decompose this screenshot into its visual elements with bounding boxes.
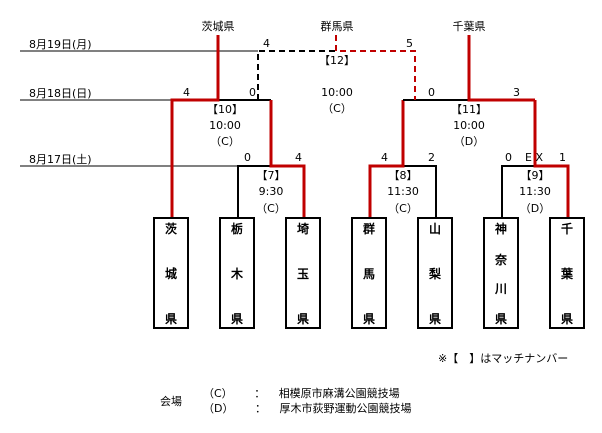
team-char: 川 (494, 282, 507, 296)
m7-venue: （C） (256, 202, 286, 215)
team-char: 奈 (494, 253, 507, 267)
team-box-tochigi: 栃 木 県 (219, 217, 255, 329)
venue-legend-title: 会場 (160, 395, 182, 408)
m8-right-score: 2 (428, 151, 435, 164)
team-char: 県 (362, 312, 375, 326)
m8-venue: （C） (388, 202, 418, 215)
m9-note: E X (525, 151, 543, 164)
match-12-bracket (257, 35, 416, 100)
m11-right-score: 3 (513, 86, 520, 99)
top-label-gunma: 群馬県 (321, 19, 354, 33)
m11-number: 【11】 (451, 103, 487, 116)
date-label-0818: 8月18日(日) (29, 87, 92, 100)
m10-number: 【10】 (207, 103, 243, 116)
venue-legend-row-c: （C） ： 相模原市麻溝公園競技場 (203, 387, 400, 400)
team-box-kanagawa: 神 奈 川 県 (483, 217, 519, 329)
team-char: 千 (560, 222, 573, 236)
team-char: 県 (164, 312, 177, 326)
team-char: 城 (164, 267, 177, 281)
m9-number: 【9】 (521, 169, 550, 182)
m10-right-score: 0 (249, 86, 256, 99)
team-char: 県 (230, 312, 243, 326)
team-box-yamanashi: 山 梨 県 (417, 217, 453, 329)
m11-left-score: 0 (428, 86, 435, 99)
match-8-bracket (368, 100, 437, 217)
team-char: 葉 (560, 267, 573, 281)
m10-venue: （C） (210, 135, 240, 148)
m8-left-score: 4 (381, 151, 388, 164)
date-label-0819: 8月19日(月) (29, 38, 92, 51)
team-char: 県 (428, 312, 441, 326)
team-char: 栃 (230, 222, 243, 236)
venue-code: （C） (203, 387, 233, 400)
team-char: 山 (428, 222, 441, 236)
m12-left-score: 4 (263, 37, 270, 50)
team-char: 県 (296, 312, 309, 326)
m9-time: 11:30 (519, 185, 551, 198)
venue-code: （D） (203, 402, 234, 415)
team-char: 県 (560, 312, 573, 326)
m7-right-score: 4 (295, 151, 302, 164)
match-number-footnote: ※【 】はマッチナンバー (438, 352, 569, 365)
team-char: 馬 (362, 267, 375, 281)
date-label-0817: 8月17日(土) (29, 153, 92, 166)
m8-time: 11:30 (387, 185, 419, 198)
team-char: 埼 (296, 222, 309, 236)
top-label-ibaraki: 茨城県 (202, 19, 235, 33)
m9-left-score: 0 (505, 151, 512, 164)
m12-right-score: 5 (406, 37, 413, 50)
team-box-gunma: 群 馬 県 (351, 217, 387, 329)
team-box-chiba: 千 葉 県 (549, 217, 585, 329)
m9-venue: （D） (520, 202, 550, 215)
team-char: 県 (494, 312, 507, 326)
venue-name: 厚木市荻野運動公園競技場 (279, 402, 412, 415)
team-box-ibaraki: 茨 城 県 (153, 217, 189, 329)
match-9-bracket (501, 100, 570, 217)
team-char: 玉 (296, 267, 309, 281)
m12-venue: （C） (322, 102, 352, 115)
match-10-bracket (170, 35, 273, 217)
m11-time: 10:00 (453, 119, 485, 132)
team-char: 梨 (428, 267, 441, 281)
m12-time: 10:00 (321, 86, 353, 99)
team-char: 群 (362, 222, 375, 236)
team-char: 木 (230, 267, 243, 281)
team-box-saitama: 埼 玉 県 (285, 217, 321, 329)
m7-number: 【7】 (257, 169, 286, 182)
team-char: 神 (494, 222, 507, 236)
m12-number: 【12】 (319, 54, 355, 67)
m11-venue: （D） (454, 135, 484, 148)
team-char: 茨 (164, 222, 177, 236)
venue-legend-row-d: （D） ： 厚木市荻野運動公園競技場 (203, 402, 411, 415)
m8-number: 【8】 (389, 169, 418, 182)
top-label-chiba: 千葉県 (453, 19, 486, 33)
m7-time: 9:30 (259, 185, 284, 198)
venue-name: 相模原市麻溝公園競技場 (278, 387, 400, 400)
m10-left-score: 4 (183, 86, 190, 99)
venue-sep: ： (254, 402, 266, 415)
venue-sep: ： (254, 387, 266, 400)
m7-left-score: 0 (244, 151, 251, 164)
m9-right-score: 1 (559, 151, 566, 164)
m10-time: 10:00 (209, 119, 241, 132)
